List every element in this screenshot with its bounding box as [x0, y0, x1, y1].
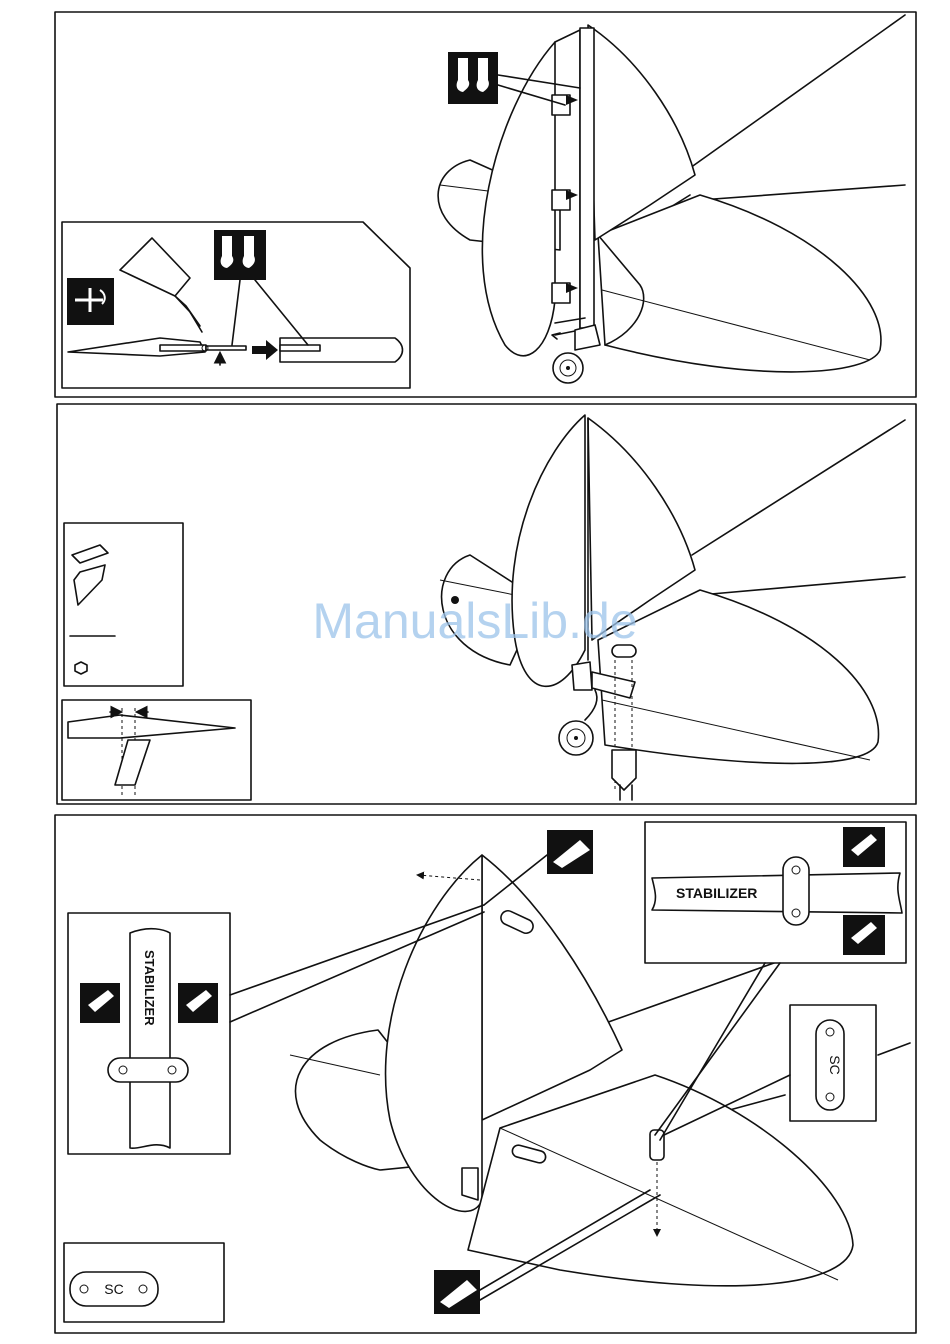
panel-2: ManualsLib.de: [57, 404, 916, 804]
alignment-inset: [62, 700, 251, 800]
rudder-post: [580, 28, 594, 328]
horn-fin: [462, 1168, 478, 1200]
tail-wheel-2: [559, 690, 597, 755]
stabilizer-label-right: STABILIZER: [676, 885, 757, 901]
sc-code-bottom: SC: [104, 1281, 123, 1297]
hinge-slots: [552, 95, 578, 303]
watermark: ManualsLib.de: [312, 593, 637, 649]
rudder-3: [482, 855, 622, 1120]
glue-inset: [62, 222, 410, 388]
panel-3: STABILIZER STABILIZER: [55, 815, 916, 1333]
parts-inset: [64, 523, 183, 686]
panel-1: [55, 12, 916, 397]
tail-wheel: [552, 318, 600, 383]
right-stabilizer: [598, 195, 881, 372]
nut-icon: [75, 662, 87, 674]
right-stabilizer-2: [598, 590, 879, 763]
sc-code-right: SC: [827, 1055, 843, 1074]
stabilizer-label-left: STABILIZER: [142, 950, 157, 1026]
hinge-icon-inset: [214, 230, 266, 280]
hinge-sc: [650, 1130, 664, 1160]
sc-hinge-inset-bottom: SC: [64, 1243, 224, 1322]
